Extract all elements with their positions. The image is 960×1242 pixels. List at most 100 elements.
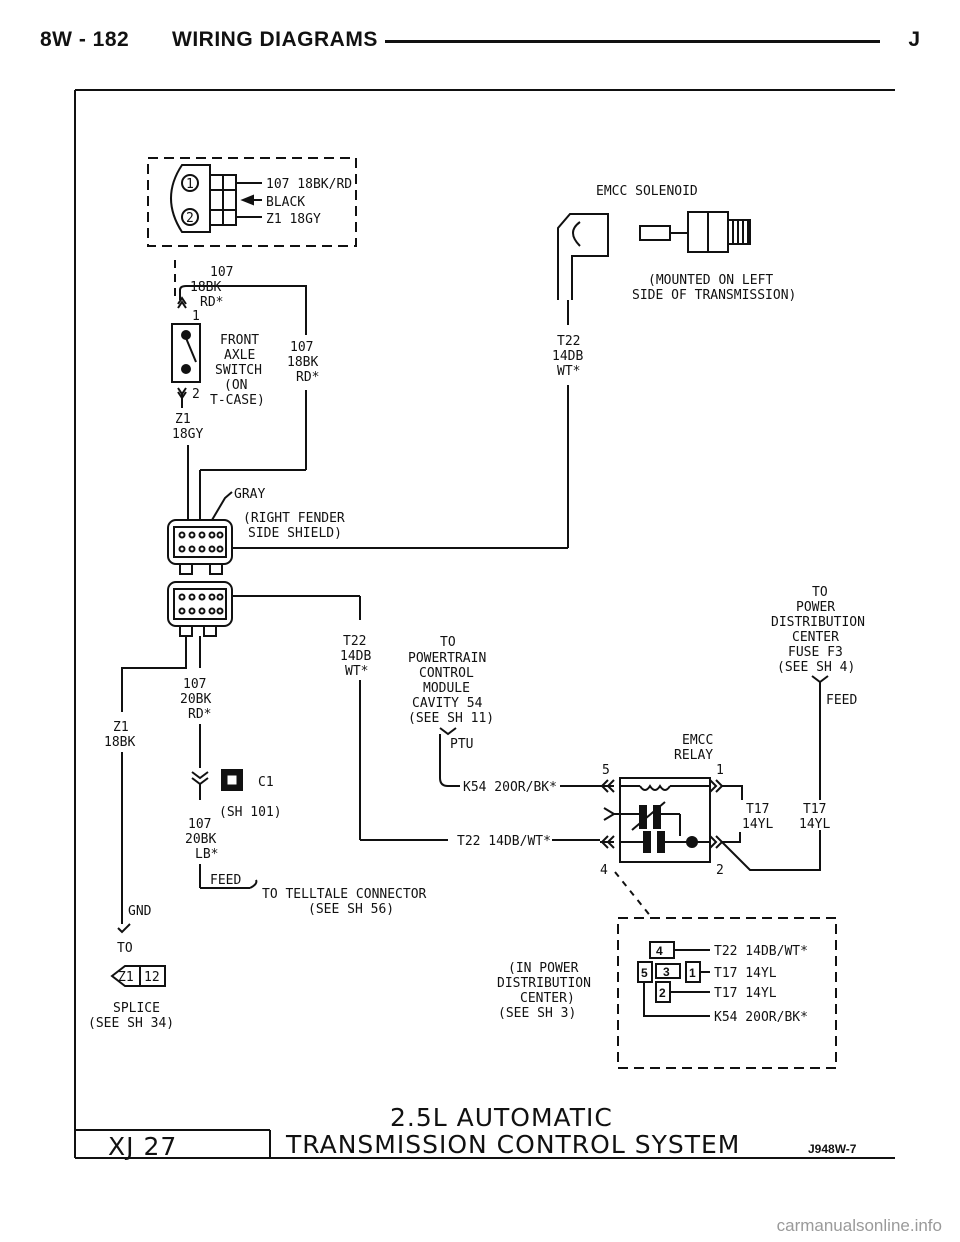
wire-label: WT* (557, 364, 580, 379)
connector-label: SIDE SHIELD) (248, 526, 342, 541)
wire-label: RD* (296, 370, 319, 385)
component-label: T-CASE) (210, 393, 265, 408)
destination-label: SPLICE (113, 1001, 160, 1016)
pin-label: 5 (602, 763, 610, 778)
page-header: 8W - 182 WIRING DIAGRAMS J (40, 28, 920, 58)
wire-label: T22 14DB/WT* (714, 944, 808, 959)
wire-label: 20BK (185, 832, 216, 847)
footer: XJ 27 2.5L AUTOMATIC TRANSMISSION CONTRO… (75, 1103, 857, 1161)
pin-label: 2 (659, 986, 666, 1000)
pin-1-label: 1 (186, 177, 194, 192)
wire-label: 107 (210, 265, 233, 280)
wire-label: T17 14YL (714, 986, 777, 1001)
location-note: DISTRIBUTION (497, 976, 591, 991)
destination-label: (SEE SH 34) (88, 1016, 174, 1031)
destination-label: (SEE SH 56) (308, 902, 394, 917)
destination-label: POWERTRAIN (408, 651, 486, 666)
wire-label: T17 (746, 802, 769, 817)
wire-label: 107 (188, 817, 211, 832)
splice-code: Z1 (118, 970, 134, 985)
wire-label: 107 (183, 677, 206, 692)
destination-label: MODULE (423, 681, 470, 696)
wire-label: Z1 (175, 412, 191, 427)
location-note: (SEE SH 3) (498, 1006, 576, 1021)
connector-ref: (SH 101) (219, 805, 282, 820)
destination-label: TO (812, 585, 828, 600)
wire-107-lower: 107 20BK RD* (180, 636, 211, 768)
system-title: TRANSMISSION CONTROL SYSTEM (285, 1130, 740, 1159)
wire-label: 14DB (340, 649, 371, 664)
page-number: 8W - 182 (40, 28, 130, 51)
c1-connector: C1 (SH 101) (191, 769, 282, 820)
splice-number: 12 (144, 970, 160, 985)
pdc-fuse-label: TO POWER DISTRIBUTION CENTER FUSE F3 (SE… (771, 585, 865, 800)
pin-label: 1 (192, 309, 200, 324)
wire-t22-solenoid: T22 14DB WT* (232, 300, 583, 549)
wire-label: K54 20OR/BK* (714, 1010, 808, 1025)
destination-label: POWER (796, 600, 835, 615)
pin-label: 2 (716, 863, 724, 878)
pin-label: 5 (641, 966, 648, 980)
wire-label: 14YL (799, 817, 830, 832)
destination-label: TO (117, 941, 133, 956)
pin-2-label: 2 (186, 211, 194, 226)
feed-label: FEED (826, 693, 857, 708)
component-label: FRONT (220, 333, 259, 348)
destination-label: DISTRIBUTION (771, 615, 865, 630)
pin-label: 2 (192, 387, 200, 402)
pin-label: 1 (689, 966, 696, 980)
wire-107-top: 107 18BK RD* (174, 260, 307, 335)
wire-label: 18GY (172, 427, 203, 442)
pin-label: 1 (716, 763, 724, 778)
diagram-frame (74, 89, 895, 1159)
component-label: RELAY (674, 748, 713, 763)
wire-label: BLACK (266, 195, 305, 210)
mating-connector (167, 581, 361, 637)
connector-label: (RIGHT FENDER (243, 511, 345, 526)
emcc-relay: EMCC RELAY 5 1 4 2 (600, 733, 821, 878)
wire-label: RD* (200, 295, 223, 310)
wire-z1-top: Z1 18GY (172, 412, 203, 520)
pin-label: 4 (656, 944, 663, 958)
wire-label: Z1 (113, 720, 129, 735)
wire-label: 107 18BK/RD (266, 177, 352, 192)
watermark: carmanualsonline.info (776, 1216, 942, 1235)
destination-label: TO TELLTALE CONNECTOR (262, 887, 427, 902)
component-label: SWITCH (215, 363, 262, 378)
destination-label: (SEE SH 4) (777, 660, 855, 675)
front-axle-switch: 1 2 FRONT AXLE SWITCH (ON T-CASE) (171, 296, 265, 408)
feed-label: FEED (210, 873, 241, 888)
pcm-label: TO POWERTRAIN CONTROL MODULE CAVITY 54 (… (408, 635, 494, 736)
top-connector: 1 2 107 18BK/RD BLACK Z1 18GY (147, 157, 357, 247)
wire-label: T17 14YL (714, 966, 777, 981)
header-rule (385, 40, 880, 43)
gray-connector: GRAY (RIGHT FENDER SIDE SHIELD) (167, 487, 345, 575)
wire-label: T22 (343, 634, 366, 649)
pin-label: 4 (600, 863, 608, 878)
destination-label: (SEE SH 11) (408, 711, 494, 726)
figure-ref: J948W-7 (808, 1142, 857, 1156)
wire-t17: T17 14YL T17 14YL (742, 802, 830, 832)
component-note: SIDE OF TRANSMISSION) (632, 288, 796, 303)
pin-label: 3 (663, 965, 670, 979)
wire-label: T22 14DB/WT* (457, 834, 551, 849)
wire-label: 14DB (552, 349, 583, 364)
wire-label: 107 (290, 340, 313, 355)
pdc-location: (IN POWER DISTRIBUTION CENTER) (SEE SH 3… (497, 961, 591, 1021)
relay-pinout: 4 5 3 1 2 T22 14DB/WT* T17 14YL T17 14YL… (617, 917, 837, 1069)
model-code: XJ 27 (108, 1132, 177, 1161)
location-note: CENTER) (520, 991, 575, 1006)
destination-label: CAVITY 54 (412, 696, 483, 711)
wire-label: Z1 18GY (266, 212, 321, 227)
wire-label: LB* (195, 847, 218, 862)
wire-label: 18BK (287, 355, 318, 370)
destination-label: FUSE F3 (788, 645, 843, 660)
wire-label: K54 20OR/BK* (463, 780, 557, 795)
page-title: WIRING DIAGRAMS (172, 28, 378, 51)
leader-line (614, 871, 653, 919)
wire-107-right: 107 18BK RD* (199, 340, 319, 520)
wire-z1-lower: Z1 18BK GND (104, 636, 187, 934)
emcc-solenoid: EMCC SOLENOID (MOUNTED ON LEFT SIDE OF T… (557, 184, 796, 303)
wire-107-c1-out: 107 20BK LB* FEED TO TELLTALE CONNECTOR … (185, 817, 427, 917)
